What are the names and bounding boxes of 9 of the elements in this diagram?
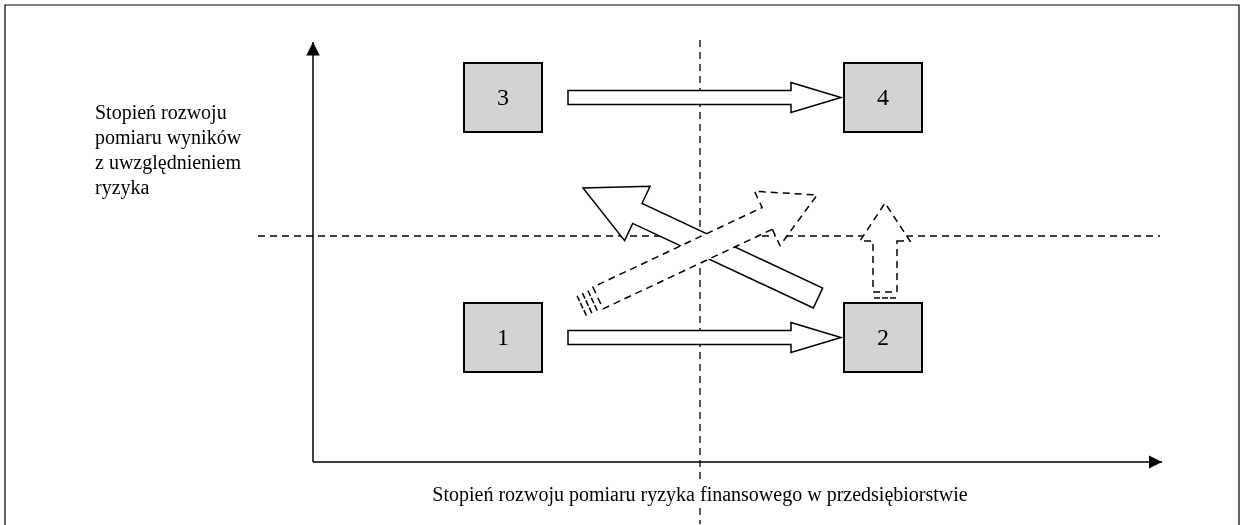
quadrant-box — [463, 62, 543, 133]
quadrant-box — [843, 302, 923, 373]
quadrant-box — [463, 302, 543, 373]
box-number: 2 — [877, 324, 889, 351]
box-number: 1 — [497, 324, 509, 351]
x-axis-label: Stopień rozwoju pomiaru ryzyka finansowego w przedsiębiorstwie — [432, 482, 968, 507]
quadrant-box — [843, 62, 923, 133]
box-number: 3 — [497, 84, 509, 111]
box-number: 4 — [877, 84, 889, 111]
